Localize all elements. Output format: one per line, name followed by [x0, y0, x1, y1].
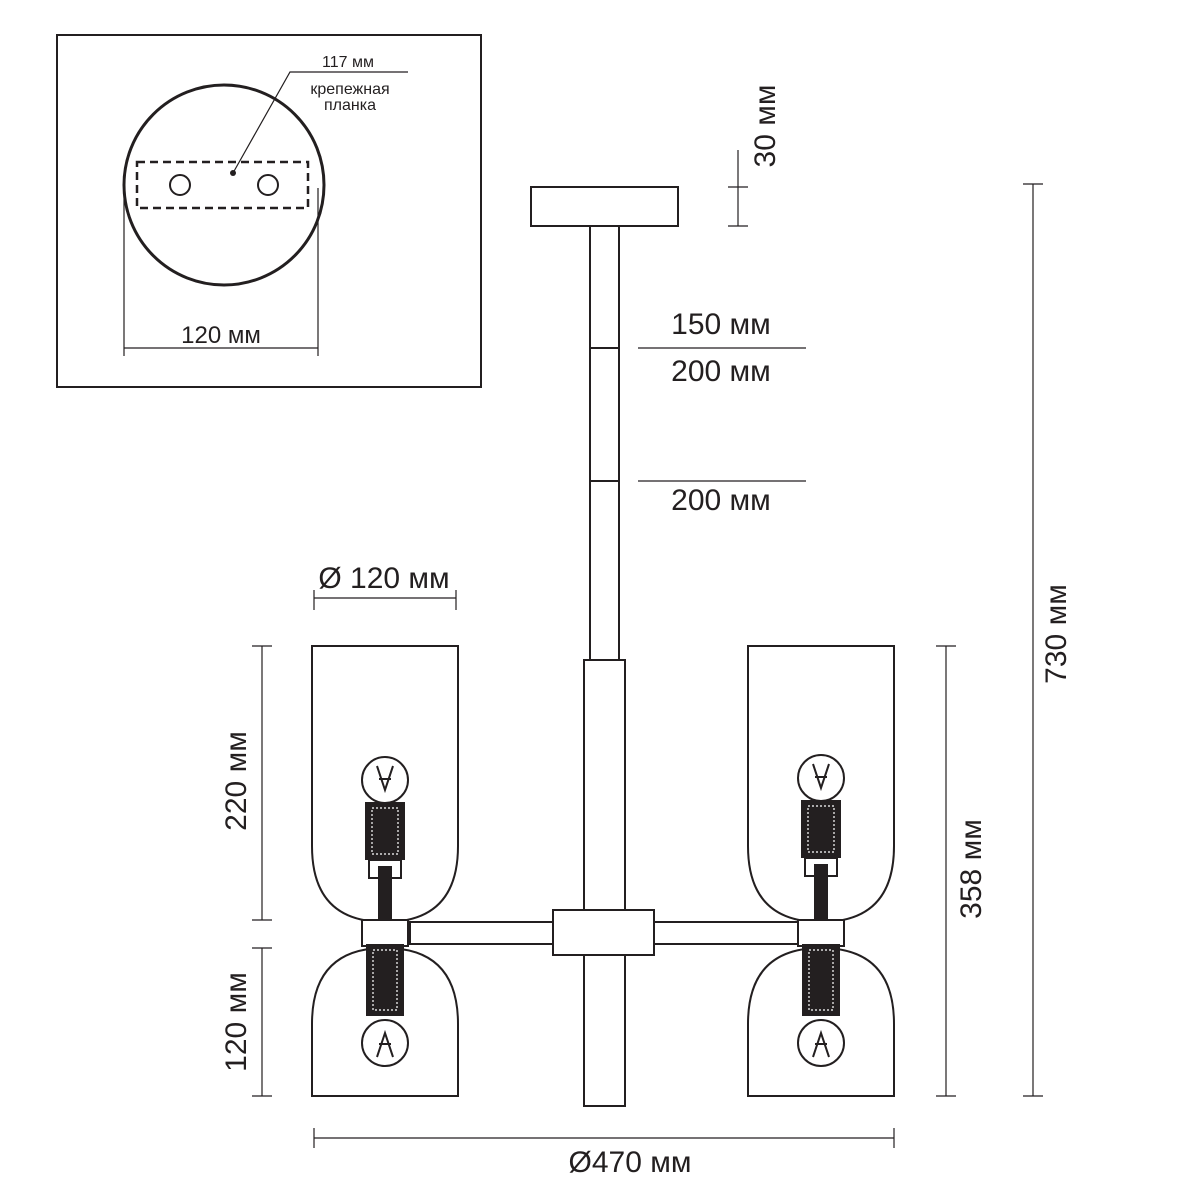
right-lower-socket	[802, 944, 840, 1016]
left-light-assembly	[311, 645, 459, 1097]
lower-shade-height-dimension: 120 мм	[220, 947, 272, 1097]
right-upper-socket-thread	[807, 805, 835, 853]
right-lower-bulb	[797, 1019, 845, 1067]
shade-diameter-dimension: Ø 120 мм	[313, 562, 457, 610]
rod-segment1-label: 150 мм	[671, 308, 771, 341]
bracket-width-label: 117 мм	[322, 54, 374, 71]
mounting-bracket-outline	[135, 160, 310, 210]
central-stem	[583, 659, 626, 1107]
mounting-hole-right	[257, 174, 279, 196]
right-upper-filament	[812, 763, 830, 792]
total-width-dimension: Ø470 мм	[313, 1128, 895, 1179]
left-upper-filament	[376, 765, 394, 794]
left-lower-socket	[366, 944, 404, 1016]
canopy-height-dimension: 30 мм	[728, 85, 782, 227]
canopy-height-label: 30 мм	[749, 85, 782, 168]
canopy-diameter-label: 120 мм	[181, 322, 261, 349]
left-lower-socket-thread	[372, 949, 398, 1011]
left-lower-bulb	[361, 1019, 409, 1067]
left-upper-socket	[365, 802, 405, 860]
rod-segment-labels: 150 мм 200 мм 200 мм	[638, 308, 806, 517]
ceiling-canopy-and-rod	[530, 186, 679, 1107]
bracket-name-line2: планка	[324, 97, 376, 114]
bracket-name-line1: крепежная	[310, 81, 389, 98]
left-socket-stem	[378, 866, 392, 934]
left-lower-filament	[376, 1029, 394, 1058]
rod-segment3-label: 200 мм	[671, 484, 771, 517]
right-socket-stem	[814, 864, 828, 934]
left-upper-socket-thread	[371, 807, 399, 855]
mounting-hole-left	[169, 174, 191, 196]
total-height-dimension: 730 мм	[1023, 183, 1073, 1097]
canopy-circle	[122, 83, 326, 287]
upper-shade-height-label: 220 мм	[220, 731, 253, 831]
total-height-label: 730 мм	[1040, 584, 1073, 684]
rod-segment2-label: 200 мм	[671, 355, 771, 388]
bracket-leader-line	[232, 71, 408, 174]
upper-shade-height-dimension: 220 мм	[220, 645, 272, 921]
extension-rod	[589, 225, 620, 661]
shade-group-height-label: 358 мм	[955, 819, 988, 919]
right-upper-socket	[801, 800, 841, 858]
right-lower-filament	[812, 1029, 830, 1058]
shade-diameter-label: Ø 120 мм	[318, 562, 449, 595]
right-light-assembly	[747, 645, 895, 1097]
right-arm-joint	[797, 919, 845, 947]
left-arm-joint	[361, 919, 409, 947]
arms-and-hub	[409, 909, 801, 956]
right-lower-socket-thread	[808, 949, 834, 1011]
ceiling-canopy	[530, 186, 679, 227]
central-hub	[552, 909, 655, 956]
total-width-label: Ø470 мм	[569, 1146, 692, 1179]
canopy-top-view-inset: 117 мм крепежная планка 120 мм	[56, 34, 482, 388]
lower-shade-height-label: 120 мм	[220, 972, 253, 1072]
shade-group-height-dimension: 358 мм	[936, 645, 988, 1097]
inset-frame	[56, 34, 482, 388]
